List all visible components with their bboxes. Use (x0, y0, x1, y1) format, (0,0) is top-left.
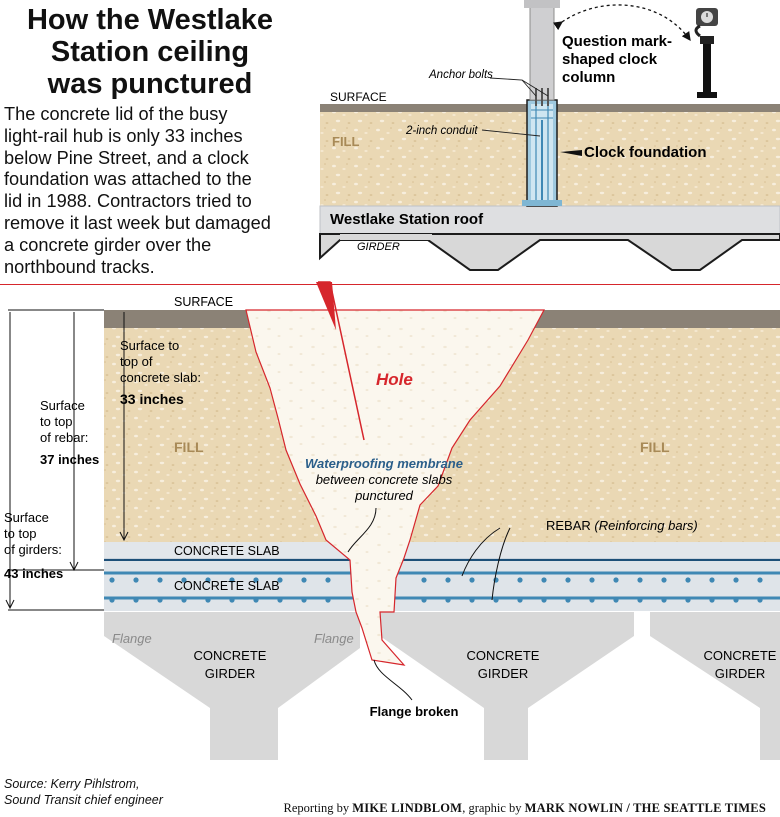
dim-37-line: Surface (40, 398, 85, 413)
dim-43-line: to top (4, 526, 37, 541)
source-line: Sound Transit chief engineer (4, 793, 163, 807)
fill-label-right: FILL (640, 439, 670, 455)
credit-reporter: MIKE LINDBLOM (352, 801, 463, 815)
intro-line: a concrete girder over the (4, 234, 212, 255)
dim-33-line: Surface to (120, 338, 179, 353)
dim-43-line: Surface (4, 510, 49, 525)
girder-label-left: GIRDER (205, 666, 256, 681)
girder-label-middle: CONCRETE (467, 648, 540, 663)
rebar-leader (461, 527, 501, 577)
dim-37-line: to top (40, 414, 73, 429)
girder-label-middle: GIRDER (478, 666, 529, 681)
membrane-leader (347, 507, 377, 553)
membrane-label-line: punctured (354, 488, 414, 503)
dim-37-line: of rebar: (40, 430, 88, 445)
intro-line: remove it last week but damaged (4, 212, 271, 233)
flange-broken-label: Flange broken (370, 704, 459, 719)
dim-33-line: top of (120, 354, 153, 369)
membrane-label-line: Waterproofing membrane (305, 456, 463, 471)
rebar-dots (109, 577, 763, 603)
girder-right (650, 612, 780, 760)
intro-line: light-rail hub is only 33 inches (4, 125, 243, 146)
title-line: How the Westlake (26, 4, 274, 36)
concrete-slab-top (104, 542, 780, 560)
dimension-lines (5, 309, 129, 611)
crack-marker (316, 282, 336, 330)
cross-section: SURFACE Surface to top of concrete slab:… (4, 281, 780, 760)
flange-label-left: Flange (112, 631, 152, 646)
hole (245, 309, 545, 666)
credit-artist: MARK NOWLIN / THE SEATTLE TIMES (524, 801, 766, 815)
girder-label-left: CONCRETE (194, 648, 267, 663)
concrete-slab-label-bottom: CONCRETE SLAB (174, 579, 280, 593)
dim-33-value: 33 inches (120, 391, 184, 407)
station-roof-label: Westlake Station roof (330, 211, 484, 228)
hole-label: Hole (376, 370, 413, 389)
clock-icon (694, 8, 718, 98)
intro-line: The concrete lid of the busy (4, 104, 228, 124)
clock-foundation-label: Clock foundation (584, 144, 707, 161)
inset-surface-label: SURFACE (330, 90, 387, 104)
intro-line: below Pine Street, and a clock (4, 147, 249, 168)
intro-line: lid in 1988. Contractors tried to (4, 191, 252, 212)
membrane-label-line: between concrete slabs (316, 472, 453, 487)
inset-diagram: SURFACE FILL Anchor bolts 2-inch conduit… (319, 0, 780, 271)
intro-text: The concrete lid of the busy light-rail … (4, 104, 304, 278)
credit-line: Reporting by MIKE LINDBLOM, graphic by M… (284, 801, 766, 816)
anchor-bolts-label: Anchor bolts (428, 69, 493, 81)
fill-label-left: FILL (174, 439, 204, 455)
page-title: How the Westlake Station ceiling was pun… (0, 4, 300, 100)
clock-column (529, 5, 555, 101)
flange-broken-leader (373, 659, 413, 701)
column-label-line: Question mark- (562, 33, 672, 50)
inset-fill-label: FILL (332, 134, 359, 149)
surface-label: SURFACE (174, 295, 233, 309)
dim-43-value: 43 inches (4, 566, 63, 581)
column-label-line: shaped clock (562, 51, 658, 68)
title-line: was punctured (47, 68, 253, 100)
conduit-label: 2-inch conduit (405, 125, 478, 137)
section-divider (0, 284, 780, 285)
crack-line (318, 281, 365, 441)
intro-line: foundation was attached to the (4, 169, 252, 190)
dim-37-value: 37 inches (40, 452, 99, 467)
intro-line: northbound tracks. (4, 256, 155, 277)
girder-label-right: CONCRETE (704, 648, 777, 663)
credit-prefix: Reporting by (283, 801, 353, 815)
title-line: Station ceiling (50, 36, 250, 68)
dim-43-line: of girders: (4, 542, 62, 557)
credit-middle: , graphic by (462, 801, 525, 815)
column-label-line: column (562, 69, 615, 86)
concrete-slab-label-top: CONCRETE SLAB (174, 544, 280, 558)
girder-left (104, 612, 360, 760)
girder-label-right: GIRDER (715, 666, 766, 681)
source-note: Source: Kerry Pihlstrom, Sound Transit c… (4, 776, 163, 808)
dim-33-line: concrete slab: (120, 370, 201, 385)
rebar-label: REBAR (Reinforcing bars) (546, 518, 698, 533)
inset-girder-label: GIRDER (357, 241, 400, 253)
rebar-leader (491, 527, 511, 601)
flange-label-right: Flange (314, 631, 354, 646)
source-line: Source: Kerry Pihlstrom, (4, 777, 140, 791)
concrete-slab-bottom (104, 561, 780, 611)
girder-middle (372, 612, 634, 760)
